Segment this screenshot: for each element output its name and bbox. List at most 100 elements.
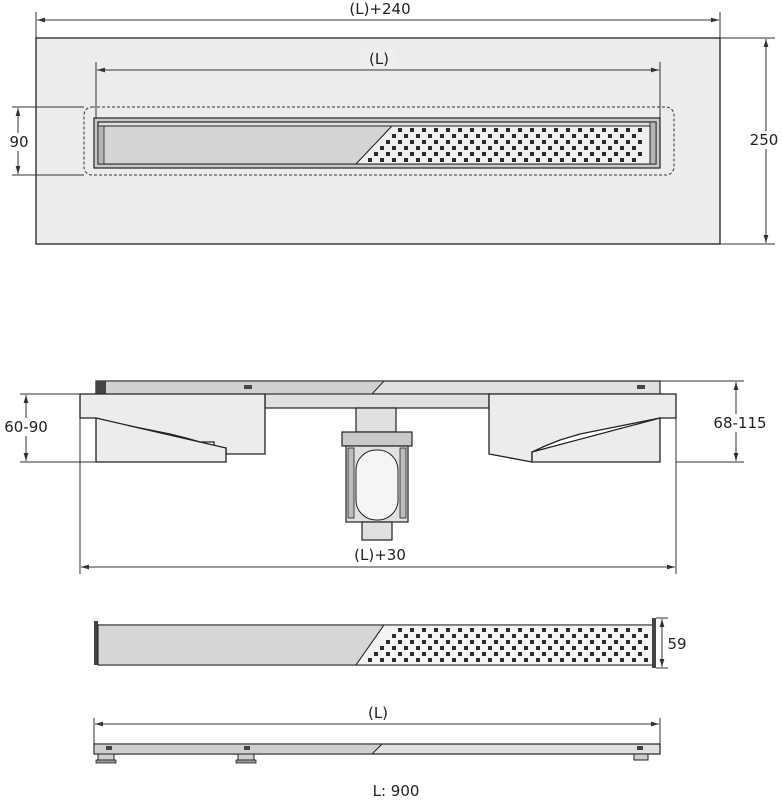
perforation-hole <box>416 634 420 638</box>
perforation-hole <box>404 634 408 638</box>
perforation-hole <box>596 646 600 650</box>
perforation-hole <box>638 652 642 656</box>
perforation-hole <box>602 652 606 656</box>
perforation-hole <box>638 128 642 132</box>
perforation-hole <box>404 158 408 162</box>
perforation-hole <box>416 158 420 162</box>
perforation-hole <box>548 158 552 162</box>
perforation-hole <box>506 640 510 644</box>
perforation-hole <box>446 652 450 656</box>
perforation-hole <box>476 158 480 162</box>
perforation-hole <box>410 652 414 656</box>
perforation-hole <box>608 158 612 162</box>
perforation-hole <box>638 140 642 144</box>
perforation-hole <box>530 128 534 132</box>
perforation-hole <box>410 140 414 144</box>
perforation-hole <box>506 128 510 132</box>
perforation-hole <box>404 658 408 662</box>
side-overall-width-label: (L)+30 <box>354 546 406 564</box>
perforation-hole <box>602 152 606 156</box>
perforation-hole <box>452 134 456 138</box>
perforation-hole <box>518 128 522 132</box>
perforation-hole <box>410 128 414 132</box>
perforation-hole <box>614 640 618 644</box>
perforation-hole <box>494 652 498 656</box>
perforation-hole <box>392 634 396 638</box>
perforation-hole <box>632 134 636 138</box>
perforation-hole <box>644 634 648 638</box>
perforation-hole <box>578 628 582 632</box>
perforation-hole <box>470 140 474 144</box>
perforation-hole <box>518 640 522 644</box>
perforation-hole <box>494 628 498 632</box>
perforation-hole <box>620 146 624 150</box>
perforation-hole <box>398 640 402 644</box>
perforation-hole <box>542 152 546 156</box>
perforation-hole <box>518 652 522 656</box>
perforation-hole <box>458 628 462 632</box>
perforation-hole <box>416 146 420 150</box>
perforation-hole <box>572 146 576 150</box>
perforation-hole <box>560 658 564 662</box>
perforation-hole <box>476 134 480 138</box>
perforation-hole <box>434 652 438 656</box>
perforation-hole <box>536 134 540 138</box>
perforation-hole <box>440 134 444 138</box>
perforation-hole <box>428 634 432 638</box>
perforation-hole <box>560 146 564 150</box>
perforation-hole <box>578 152 582 156</box>
bottom-view-foot-left <box>97 753 115 761</box>
perforation-hole <box>512 634 516 638</box>
perforation-hole <box>440 658 444 662</box>
perforation-hole <box>614 152 618 156</box>
perforation-hole <box>428 146 432 150</box>
perforation-hole <box>614 128 618 132</box>
perforation-hole <box>410 640 414 644</box>
perforation-hole <box>572 158 576 162</box>
perforation-hole <box>626 140 630 144</box>
bottom-view-foot-right <box>633 753 649 761</box>
perforation-hole <box>464 146 468 150</box>
perforation-hole <box>560 646 564 650</box>
perforation-hole <box>620 658 624 662</box>
perforation-hole <box>536 634 540 638</box>
perforation-hole <box>566 640 570 644</box>
perforation-hole <box>632 646 636 650</box>
bottom-view-foot-middle <box>237 753 255 761</box>
perforation-hole <box>578 640 582 644</box>
perforation-hole <box>440 646 444 650</box>
perforation-hole <box>566 628 570 632</box>
perforation-hole <box>590 628 594 632</box>
perforation-hole <box>626 652 630 656</box>
perforation-hole <box>392 646 396 650</box>
perforation-hole <box>428 158 432 162</box>
perforation-hole <box>530 640 534 644</box>
perforation-hole <box>584 146 588 150</box>
perforation-hole <box>614 652 618 656</box>
perforation-hole <box>416 134 420 138</box>
perforation-hole <box>554 640 558 644</box>
perforation-hole <box>506 152 510 156</box>
perforation-hole <box>536 146 540 150</box>
perforation-hole <box>416 658 420 662</box>
perforation-hole <box>380 146 384 150</box>
side-left-height-label: 60-90 <box>4 418 48 436</box>
top-channel-length-label: (L) <box>369 50 389 68</box>
perforation-hole <box>644 646 648 650</box>
perforation-hole <box>530 152 534 156</box>
perforation-hole <box>422 628 426 632</box>
top-view: (L)+240 (L) 90 250 <box>6 0 782 245</box>
perforation-hole <box>488 146 492 150</box>
perforation-hole <box>464 134 468 138</box>
perforation-hole <box>566 652 570 656</box>
top-overall-width-label: (L)+240 <box>349 0 410 18</box>
perforation-hole <box>440 634 444 638</box>
perforation-hole <box>602 140 606 144</box>
perforation-hole <box>554 652 558 656</box>
perforation-hole <box>458 152 462 156</box>
perforation-hole <box>422 652 426 656</box>
perforation-hole <box>500 158 504 162</box>
perforation-hole <box>512 646 516 650</box>
perforation-hole <box>470 152 474 156</box>
